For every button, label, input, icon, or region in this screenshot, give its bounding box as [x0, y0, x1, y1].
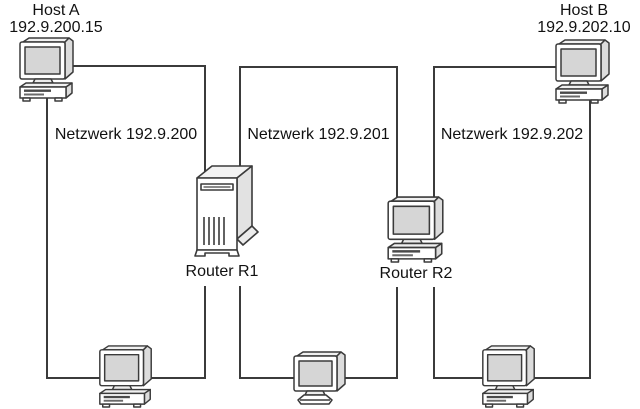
- host-a-ip: 192.9.200.15: [9, 19, 103, 36]
- router-r1-tower-server-icon: [185, 163, 261, 263]
- net2-segment-right-upper: [396, 66, 398, 206]
- net2-segment-top: [239, 66, 398, 68]
- net2-segment-left-lower: [239, 286, 241, 377]
- host-a-name: Host A: [32, 2, 80, 19]
- net3-segment-left-lower: [433, 287, 435, 377]
- net2-segment-right-lower: [396, 287, 398, 377]
- router-r2-desktop-computer-icon: [384, 195, 448, 263]
- net1-segment-right-lower: [204, 286, 206, 377]
- net3-segment-left-upper: [433, 66, 435, 206]
- workstation-3-desktop-computer-icon: [478, 344, 540, 408]
- workstation-2-monitor-icon: [291, 350, 349, 406]
- net2-segment-left-upper: [239, 66, 241, 176]
- host-a-desktop-computer-icon: [16, 36, 78, 102]
- net1-segment-top: [60, 65, 206, 67]
- net3-segment-right: [589, 94, 591, 379]
- router-r2-label: Router R2: [379, 265, 453, 282]
- host-b-name: Host B: [559, 2, 608, 19]
- host-b-desktop-computer-icon: [552, 38, 614, 104]
- host-a-label: Host A 192.9.200.15: [0, 2, 112, 36]
- network-1-label: Netzwerk 192.9.200: [54, 126, 198, 143]
- host-b-label: Host B 192.9.202.10: [528, 2, 640, 36]
- net1-segment-right-upper: [204, 65, 206, 177]
- net3-segment-top: [433, 66, 563, 68]
- router-r1-label: Router R1: [185, 263, 259, 280]
- network-3-label: Netzwerk 192.9.202: [440, 126, 584, 143]
- network-2-label: Netzwerk 192.9.201: [247, 126, 390, 143]
- host-b-ip: 192.9.202.10: [537, 19, 631, 36]
- net1-segment-left: [46, 92, 48, 379]
- workstation-1-desktop-computer-icon: [95, 344, 157, 408]
